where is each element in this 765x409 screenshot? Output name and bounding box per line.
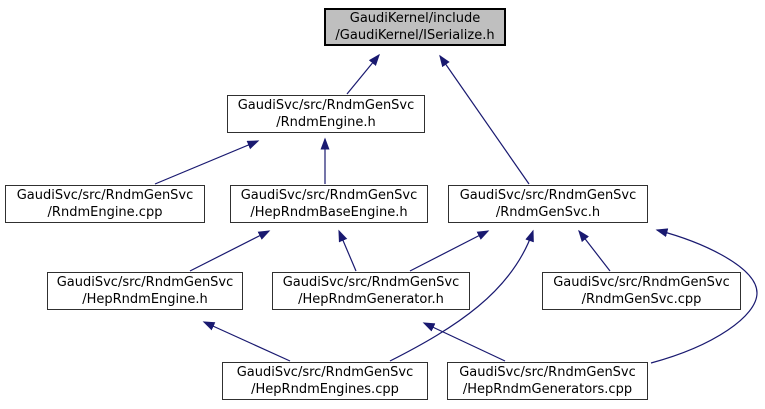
node-label-line1: GaudiSvc/src/RndmGenSvc bbox=[236, 365, 414, 380]
node-rndmengine-cpp[interactable]: GaudiSvc/src/RndmGenSvc /RndmEngine.cpp bbox=[5, 185, 205, 223]
node-heprndmbaseengine-h[interactable]: GaudiSvc/src/RndmGenSvc /HepRndmBaseEngi… bbox=[230, 185, 428, 223]
node-label-line1: GaudiSvc/src/RndmGenSvc bbox=[56, 275, 234, 290]
node-gaudikernel-iserialize-h: GaudiKernel/include /GaudiKernel/ISerial… bbox=[324, 8, 506, 46]
node-rndmengine-h[interactable]: GaudiSvc/src/RndmGenSvc /RndmEngine.h bbox=[227, 95, 425, 133]
node-heprndmgenerator-h[interactable]: GaudiSvc/src/RndmGenSvc /HepRndmGenerato… bbox=[272, 272, 470, 310]
edge-rndmengine-cpp-to-rndmengine-h bbox=[154, 140, 260, 185]
node-label-line1: GaudiKernel/include bbox=[349, 11, 481, 26]
node-label-line2: /HepRndmEngines.cpp bbox=[251, 382, 399, 397]
node-label-line2: /HepRndmGenerators.cpp bbox=[462, 382, 633, 397]
node-label-line2: /HepRndmBaseEngine.h bbox=[250, 205, 408, 220]
edge-rndmgensvc-h-to-iserialize-h bbox=[439, 54, 530, 185]
edge-heprndmgenerators-cpp-to-heprndmgenerator-h bbox=[422, 322, 506, 362]
edge-heprndmgenerator-h-to-rndmgensvc-h bbox=[409, 230, 490, 272]
node-label-line1: GaudiSvc/src/RndmGenSvc bbox=[459, 188, 637, 203]
edge-heprndmengines-cpp-to-heprndmengine-h bbox=[202, 321, 291, 362]
node-label-line1: GaudiSvc/src/RndmGenSvc bbox=[282, 275, 460, 290]
node-heprndmengine-h[interactable]: GaudiSvc/src/RndmGenSvc /HepRndmEngine.h bbox=[47, 272, 243, 310]
node-label-line2: /RndmGenSvc.cpp bbox=[581, 292, 702, 307]
node-label-line1: GaudiSvc/src/RndmGenSvc bbox=[240, 188, 418, 203]
node-rndmgensvc-h[interactable]: GaudiSvc/src/RndmGenSvc /RndmGenSvc.h bbox=[448, 185, 648, 223]
node-label-line1: GaudiSvc/src/RndmGenSvc bbox=[459, 365, 636, 380]
node-heprndmgenerators-cpp[interactable]: GaudiSvc/src/RndmGenSvc /HepRndmGenerato… bbox=[447, 362, 648, 400]
edge-heprndmengine-h-to-heprndmbaseengine-h bbox=[189, 230, 271, 272]
node-heprndmengines-cpp[interactable]: GaudiSvc/src/RndmGenSvc /HepRndmEngines.… bbox=[222, 362, 428, 400]
node-label-line2: /HepRndmGenerator.h bbox=[298, 292, 444, 307]
node-label-line1: GaudiSvc/src/RndmGenSvc bbox=[237, 98, 415, 113]
edge-heprndmgenerator-h-to-heprndmbaseengine-h bbox=[338, 229, 357, 272]
node-label-line2: /HepRndmEngine.h bbox=[82, 292, 208, 307]
edge-rndmengine-h-to-iserialize-h bbox=[346, 53, 380, 95]
node-label-line2: /GaudiKernel/ISerialize.h bbox=[335, 28, 495, 43]
node-label-line2: /RndmEngine.cpp bbox=[47, 205, 163, 220]
node-rndmgensvc-cpp[interactable]: GaudiSvc/src/RndmGenSvc /RndmGenSvc.cpp bbox=[542, 272, 741, 310]
node-label-line1: GaudiSvc/src/RndmGenSvc bbox=[16, 188, 194, 203]
node-label-line2: /RndmGenSvc.h bbox=[495, 205, 601, 220]
node-label-line2: /RndmEngine.h bbox=[276, 115, 376, 130]
node-label-line1: GaudiSvc/src/RndmGenSvc bbox=[553, 275, 730, 290]
edge-rndmgensvc-cpp-to-rndmgensvc-h bbox=[578, 229, 611, 272]
